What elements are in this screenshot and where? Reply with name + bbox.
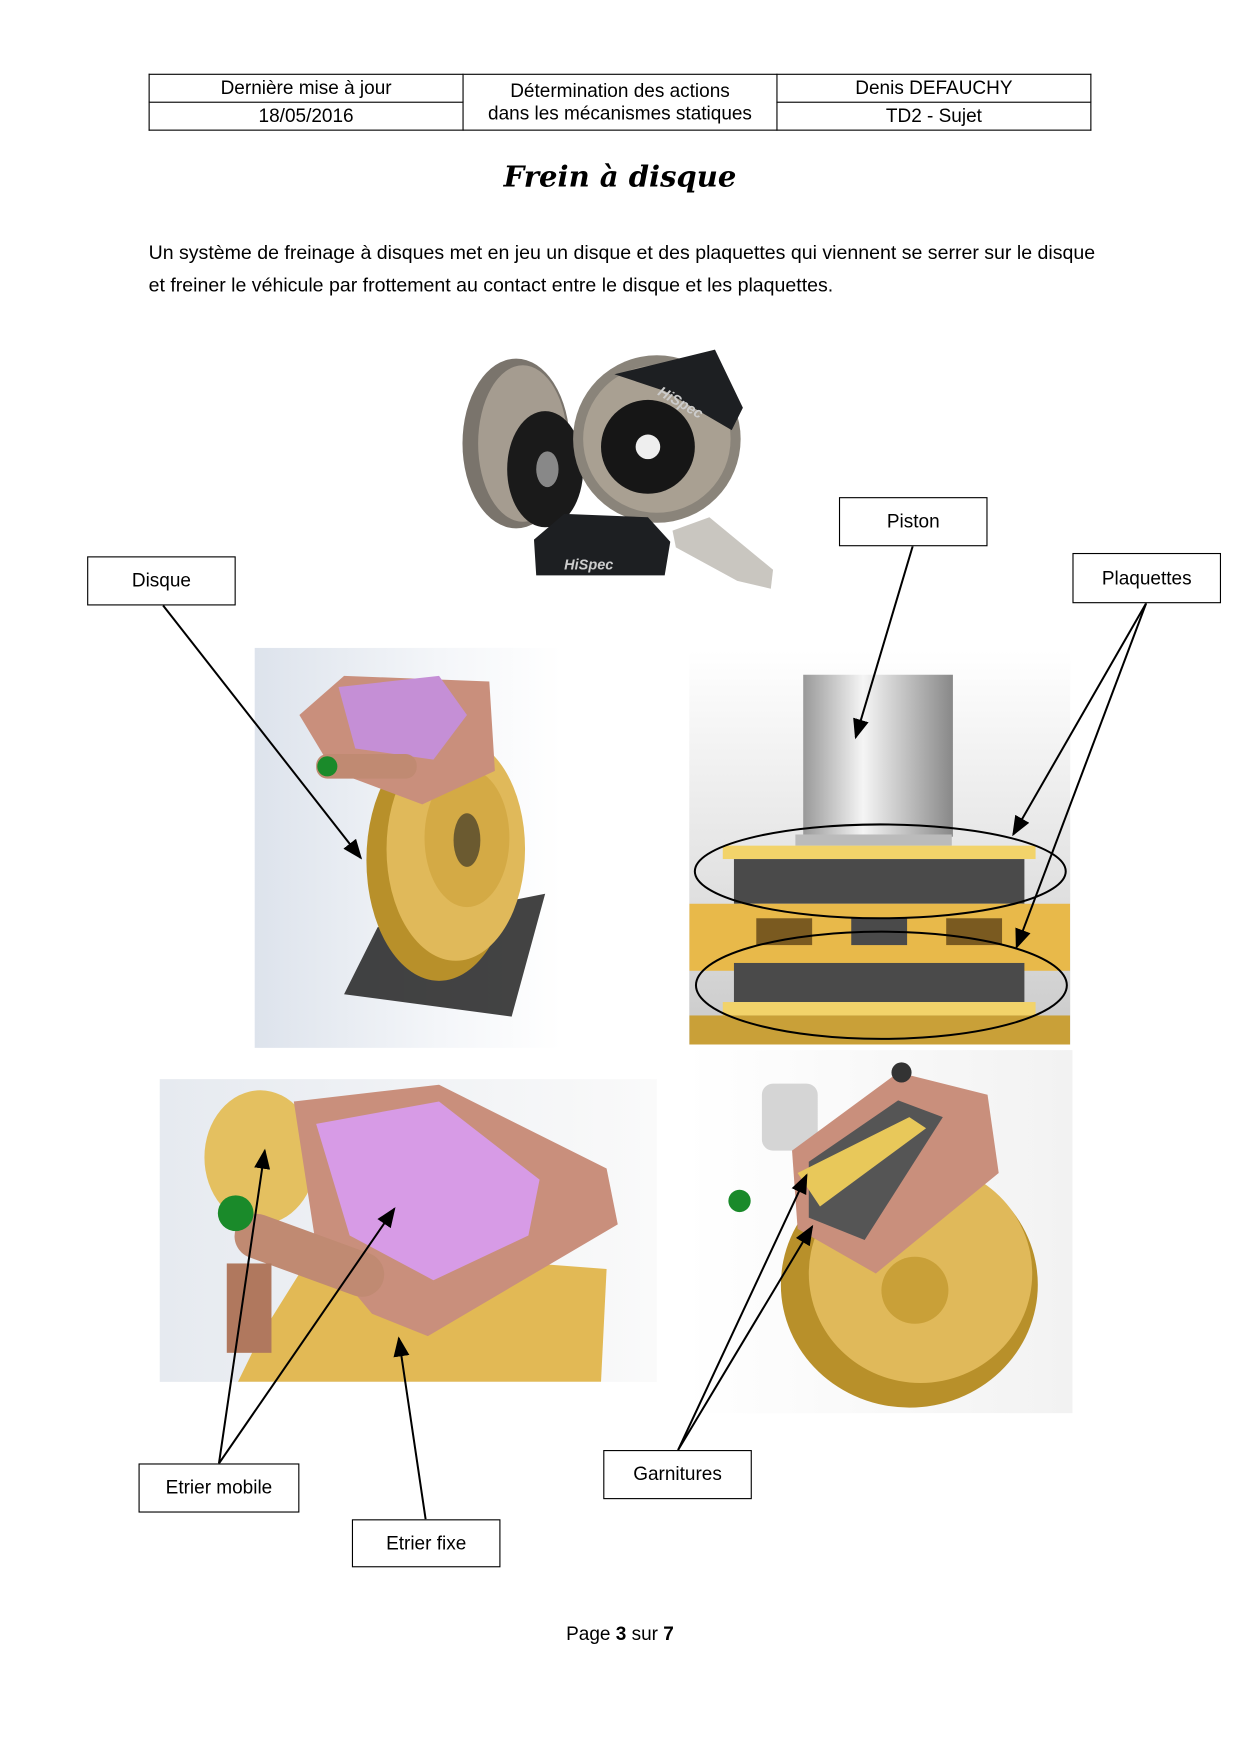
- course-line-2: dans les mécanismes statiques: [488, 102, 752, 124]
- label-piston: Piston: [838, 497, 988, 547]
- caliper-cad-image: [159, 1079, 657, 1382]
- label-etrier-mobile: Etrier mobile: [138, 1463, 300, 1513]
- assembly-cad-image: [685, 1050, 1073, 1414]
- author: Denis DEFAUCHY: [776, 73, 1092, 103]
- document-id: TD2 - Sujet: [776, 101, 1092, 131]
- plaquettes-arrow-1: [1012, 602, 1148, 837]
- brake-kit-photo: HiSpec HiSpec: [458, 341, 782, 596]
- intro-paragraph: Un système de freinage à disques met en …: [148, 241, 1096, 297]
- update-date: 18/05/2016: [148, 101, 464, 131]
- disc-cad-image: [254, 647, 562, 1048]
- etrier-mobile-arrow-2: [218, 1207, 396, 1464]
- etrier-fixe-arrow: [393, 1336, 427, 1520]
- label-disque: Disque: [87, 556, 236, 606]
- of-word: sur: [631, 1623, 659, 1645]
- etrier-mobile-arrow-1: [217, 1148, 271, 1464]
- course-line-1: Détermination des actions: [510, 79, 730, 102]
- garnitures-arrow-1: [677, 1173, 808, 1451]
- lower-pad-ellipse: [694, 930, 1068, 1040]
- page-number: Page 3 sur 7: [0, 1623, 1240, 1645]
- garnitures-arrow-2: [677, 1224, 814, 1451]
- total-pages: 7: [663, 1623, 674, 1645]
- current-page: 3: [615, 1623, 627, 1645]
- page-title: Frein à disque: [503, 160, 737, 195]
- piston-arrow: [853, 545, 914, 740]
- page-word: Page: [566, 1623, 611, 1645]
- label-garnitures: Garnitures: [603, 1450, 752, 1500]
- last-update-label: Dernière mise à jour: [148, 73, 464, 103]
- label-etrier-fixe: Etrier fixe: [351, 1519, 501, 1568]
- label-plaquettes: Plaquettes: [1072, 552, 1222, 604]
- header-table: Dernière mise à jour Détermination des a…: [148, 73, 1092, 131]
- piston-cad-image: [689, 650, 1071, 1045]
- photo-logo-2: HiSpec: [564, 558, 613, 574]
- disque-arrow: [162, 604, 363, 860]
- plaquettes-arrow-2: [1015, 602, 1148, 950]
- upper-pad-ellipse: [693, 823, 1067, 920]
